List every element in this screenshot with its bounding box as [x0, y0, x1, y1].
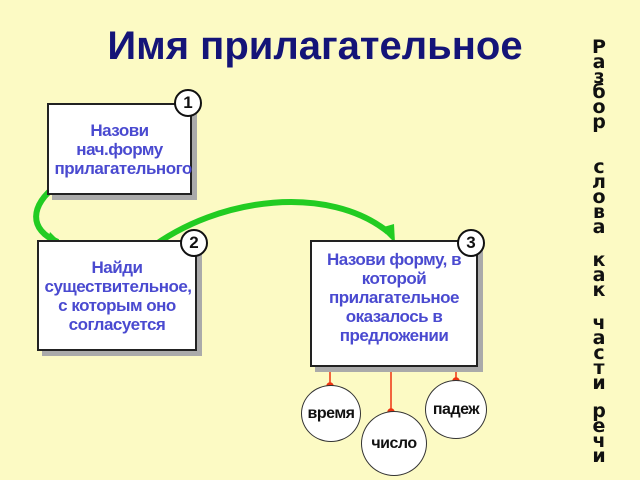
- side-word: Разбор: [592, 36, 606, 133]
- step-text: Найди существительное, с которым оно сог…: [44, 257, 193, 334]
- slide-title: Имя прилагательное: [107, 24, 523, 68]
- feature-oval-vremya: время: [301, 385, 361, 442]
- side-word: части: [592, 312, 606, 394]
- step-box-3: Назови форму, в которой прилагательное о…: [310, 240, 478, 367]
- side-word: как: [592, 249, 606, 301]
- step-number-3: 3: [457, 229, 485, 257]
- feature-oval-chislo: число: [361, 411, 427, 476]
- step-box-2: Найди существительное, с которым оно сог…: [37, 240, 197, 351]
- side-word: речи: [592, 400, 606, 467]
- arrow-2-to-3: [146, 199, 390, 253]
- step-number-2: 2: [180, 229, 208, 257]
- step-number-1: 1: [174, 89, 202, 117]
- side-word: слова: [592, 156, 606, 238]
- step-box-1: Назови нач.форму прилагательного: [47, 103, 192, 195]
- feature-oval-padezh: падеж: [425, 380, 487, 439]
- step-text: Назови форму, в которой прилагательное о…: [326, 250, 462, 345]
- step-text: Назови нач.форму прилагательного: [54, 120, 193, 178]
- arrowhead-2-to-3: [380, 224, 395, 243]
